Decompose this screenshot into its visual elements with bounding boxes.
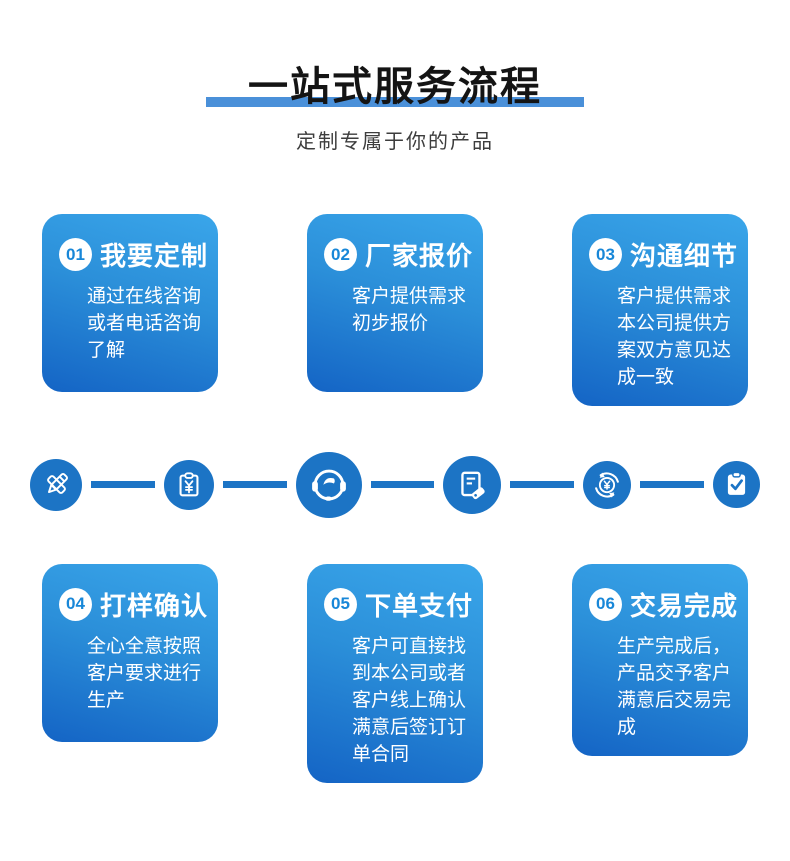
step-description: 客户提供需求初步报价 — [352, 286, 467, 334]
steps-row-top: 01 我要定制 通过在线咨询或者电话咨询了解 02 厂家报价 客户提供需求初步报… — [0, 214, 790, 406]
step-description: 通过在线咨询或者电话咨询了解 — [87, 286, 202, 361]
task-complete-clipboard-icon — [712, 461, 760, 509]
quotation-bill-icon — [179, 472, 199, 497]
timeline-connector — [370, 481, 435, 489]
timeline-connector — [91, 481, 155, 489]
step-description: 全心全意按照客户要求进行生产 — [87, 635, 202, 711]
pen-ruler-icon — [30, 458, 82, 511]
timeline-connector — [640, 481, 704, 489]
step-number-badge: 06 — [589, 587, 622, 621]
step-title: 沟通细节 — [630, 241, 739, 271]
step-title: 打样确认 — [100, 590, 209, 621]
page-subtitle: 定制专属于你的产品 — [296, 131, 494, 153]
title-accent-bar — [206, 97, 584, 107]
steps-row-bottom: 04 打样确认 全心全意按照客户要求进行生产 05 下单支付 客户可直接找到本公… — [0, 563, 790, 783]
step-card-1: 01 我要定制 通过在线咨询或者电话咨询了解 — [42, 214, 218, 392]
step-number-badge: 02 — [324, 238, 357, 271]
timeline-connector — [222, 481, 287, 489]
step-number-badge: 03 — [589, 238, 622, 271]
step-card-header: 02 厂家报价 — [324, 236, 473, 273]
step-card-header: 05 下单支付 — [324, 586, 473, 623]
step-card-5: 05 下单支付 客户可直接找到本公司或者客户线上确认满意后签订订单合同 — [307, 563, 483, 783]
customer-service-headset-icon — [295, 451, 362, 518]
step-card-header: 01 我要定制 — [59, 236, 208, 273]
step-number-badge: 01 — [59, 238, 92, 271]
order-tag-document-icon — [461, 471, 486, 499]
step-card-3: 03 沟通细节 客户提供需求本公司提供方案双方意见达成一致 — [572, 214, 748, 406]
currency-exchange-icon — [583, 460, 632, 509]
step-title: 交易完成 — [630, 590, 739, 621]
step-description: 客户可直接找到本公司或者客户线上确认满意后签订订单合同 — [352, 635, 467, 765]
step-card-2: 02 厂家报价 客户提供需求初步报价 — [307, 214, 483, 392]
step-title: 下单支付 — [365, 590, 474, 621]
process-timeline — [30, 451, 760, 518]
customer-service-headset-icon — [311, 469, 346, 501]
order-tag-document-icon — [443, 455, 502, 514]
step-number-badge: 05 — [324, 587, 357, 621]
title-wrap: 一站式服务流程 — [206, 64, 584, 110]
step-description: 生产完成后，产品交予客户满意后交易完成 — [617, 635, 732, 738]
timeline-connector — [510, 481, 575, 489]
header: 一站式服务流程 定制专属于你的产品 — [0, 0, 790, 154]
step-card-4: 04 打样确认 全心全意按照客户要求进行生产 — [42, 563, 218, 742]
pen-ruler-icon — [46, 473, 68, 495]
step-number-badge: 04 — [59, 587, 92, 621]
step-description: 客户提供需求本公司提供方案双方意见达成一致 — [617, 286, 732, 388]
step-card-header: 04 打样确认 — [59, 586, 208, 623]
step-title: 厂家报价 — [365, 241, 474, 271]
task-complete-clipboard-icon — [727, 472, 746, 496]
page-title: 一站式服务流程 — [248, 65, 542, 109]
quotation-bill-icon — [163, 459, 214, 510]
currency-exchange-icon — [595, 472, 620, 498]
step-card-6: 06 交易完成 生产完成后，产品交予客户满意后交易完成 — [572, 563, 748, 756]
step-card-header: 03 沟通细节 — [589, 236, 738, 273]
step-card-header: 06 交易完成 — [589, 586, 738, 623]
step-title: 我要定制 — [100, 241, 209, 271]
